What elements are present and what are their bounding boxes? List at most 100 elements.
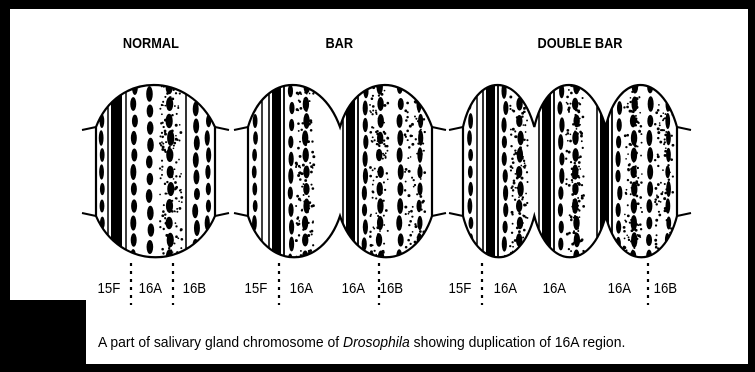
stipple-dot xyxy=(571,181,573,183)
stipple-dot xyxy=(297,122,300,125)
stipple-dot xyxy=(511,232,513,234)
chromomere-dot xyxy=(417,216,422,230)
stipple-dot xyxy=(414,223,416,225)
chromomere-dot xyxy=(377,132,383,144)
stipple-dot xyxy=(526,171,528,173)
chromomere-dot xyxy=(146,189,153,203)
chromomere-dot xyxy=(501,117,506,132)
chromomere-dot xyxy=(205,98,210,111)
stipple-dot xyxy=(310,129,313,132)
stipple-dot xyxy=(375,75,378,78)
chromomere-dot xyxy=(130,164,136,180)
chromomere-dot xyxy=(147,121,154,135)
stipple-dot xyxy=(414,260,416,262)
stipple-dot xyxy=(581,184,583,186)
stipple-dot xyxy=(160,177,162,179)
stipple-dot xyxy=(416,193,418,195)
stipple-dot xyxy=(627,214,630,217)
stipple-dot xyxy=(170,82,172,84)
stipple-dot xyxy=(523,229,526,232)
stipple-dot xyxy=(176,211,178,213)
chromomere-dot xyxy=(666,81,671,94)
stipple-dot xyxy=(623,106,625,108)
stipple-dot xyxy=(369,235,372,238)
stipple-dot xyxy=(510,81,512,83)
stipple-dot xyxy=(159,135,161,137)
stipple-dot xyxy=(656,87,659,90)
chromomere-dot xyxy=(303,166,309,179)
stipple-dot xyxy=(667,99,670,102)
stipple-dot xyxy=(416,252,419,255)
stipple-dot xyxy=(567,103,569,105)
stipple-dot xyxy=(509,105,511,107)
chromomere-dot xyxy=(131,131,137,145)
outline-tail xyxy=(432,213,446,216)
stipple-dot xyxy=(164,149,166,151)
stipple-dot xyxy=(664,138,666,140)
stipple-dot xyxy=(570,103,572,105)
stipple-dot xyxy=(510,187,512,189)
stipple-dot xyxy=(309,75,312,78)
stipple-dot xyxy=(655,246,658,249)
stipple-dot xyxy=(385,152,387,154)
stipple-dot xyxy=(658,267,660,269)
stipple-dot xyxy=(369,166,372,169)
stipple-dot xyxy=(581,238,584,241)
stipple-dot xyxy=(513,76,515,78)
stipple-dot xyxy=(371,97,374,100)
stipple-dot xyxy=(311,205,314,208)
stipple-dot xyxy=(311,140,313,142)
chromomere-dot xyxy=(377,198,383,213)
chromomere-dot xyxy=(502,236,507,251)
stipple-dot xyxy=(510,169,512,171)
stipple-dot xyxy=(411,257,414,260)
chromomere-dot xyxy=(166,114,173,128)
stipple-dot xyxy=(628,236,630,238)
band-label-15f: 15F xyxy=(449,280,472,297)
chromomere-dot xyxy=(148,223,155,236)
stipple-dot xyxy=(297,75,300,78)
stipple-dot xyxy=(573,73,575,75)
stipple-dot xyxy=(164,96,166,98)
chromomere-dot xyxy=(288,85,293,98)
stipple-dot xyxy=(162,136,164,138)
stipple-dot xyxy=(637,81,639,83)
chromomere-dot xyxy=(193,84,199,99)
stipple-dot xyxy=(404,171,406,173)
stipple-dot xyxy=(372,244,374,246)
stipple-dot xyxy=(567,132,570,135)
chromomere-dot xyxy=(666,181,671,197)
stipple-dot xyxy=(512,128,515,131)
stipple-dot xyxy=(375,197,377,199)
stipple-dot xyxy=(522,237,524,239)
stipple-dot xyxy=(165,78,167,80)
chromomere-dot xyxy=(572,148,578,162)
stipple-dot xyxy=(383,243,385,245)
chromomere-dot xyxy=(166,148,173,162)
stipple-dot xyxy=(566,150,569,153)
stipple-dot xyxy=(522,124,524,126)
stipple-dot xyxy=(578,166,580,168)
stipple-dot xyxy=(175,186,178,189)
stipple-dot xyxy=(660,182,662,184)
stipple-dot xyxy=(413,179,415,181)
stipple-dot xyxy=(568,232,571,235)
outline-tail xyxy=(215,127,229,130)
chromomere-dot xyxy=(303,183,309,195)
stipple-dot xyxy=(625,76,628,79)
stipple-dot xyxy=(577,230,579,232)
band-label-16a: 16A xyxy=(139,280,162,297)
chromomere-dot xyxy=(397,114,403,128)
stipple-dot xyxy=(406,102,409,105)
chromomere-dot xyxy=(396,249,402,265)
stipple-dot xyxy=(298,82,301,85)
stipple-dot xyxy=(406,83,408,85)
stipple-dot xyxy=(568,184,571,187)
chromomere-dot xyxy=(302,130,308,145)
stipple-dot xyxy=(519,250,521,252)
chromomere-dot xyxy=(468,182,473,196)
chromomere-dot xyxy=(631,198,637,213)
stipple-dot xyxy=(373,180,375,182)
stipple-dot xyxy=(665,113,667,115)
stipple-dot xyxy=(570,250,572,252)
